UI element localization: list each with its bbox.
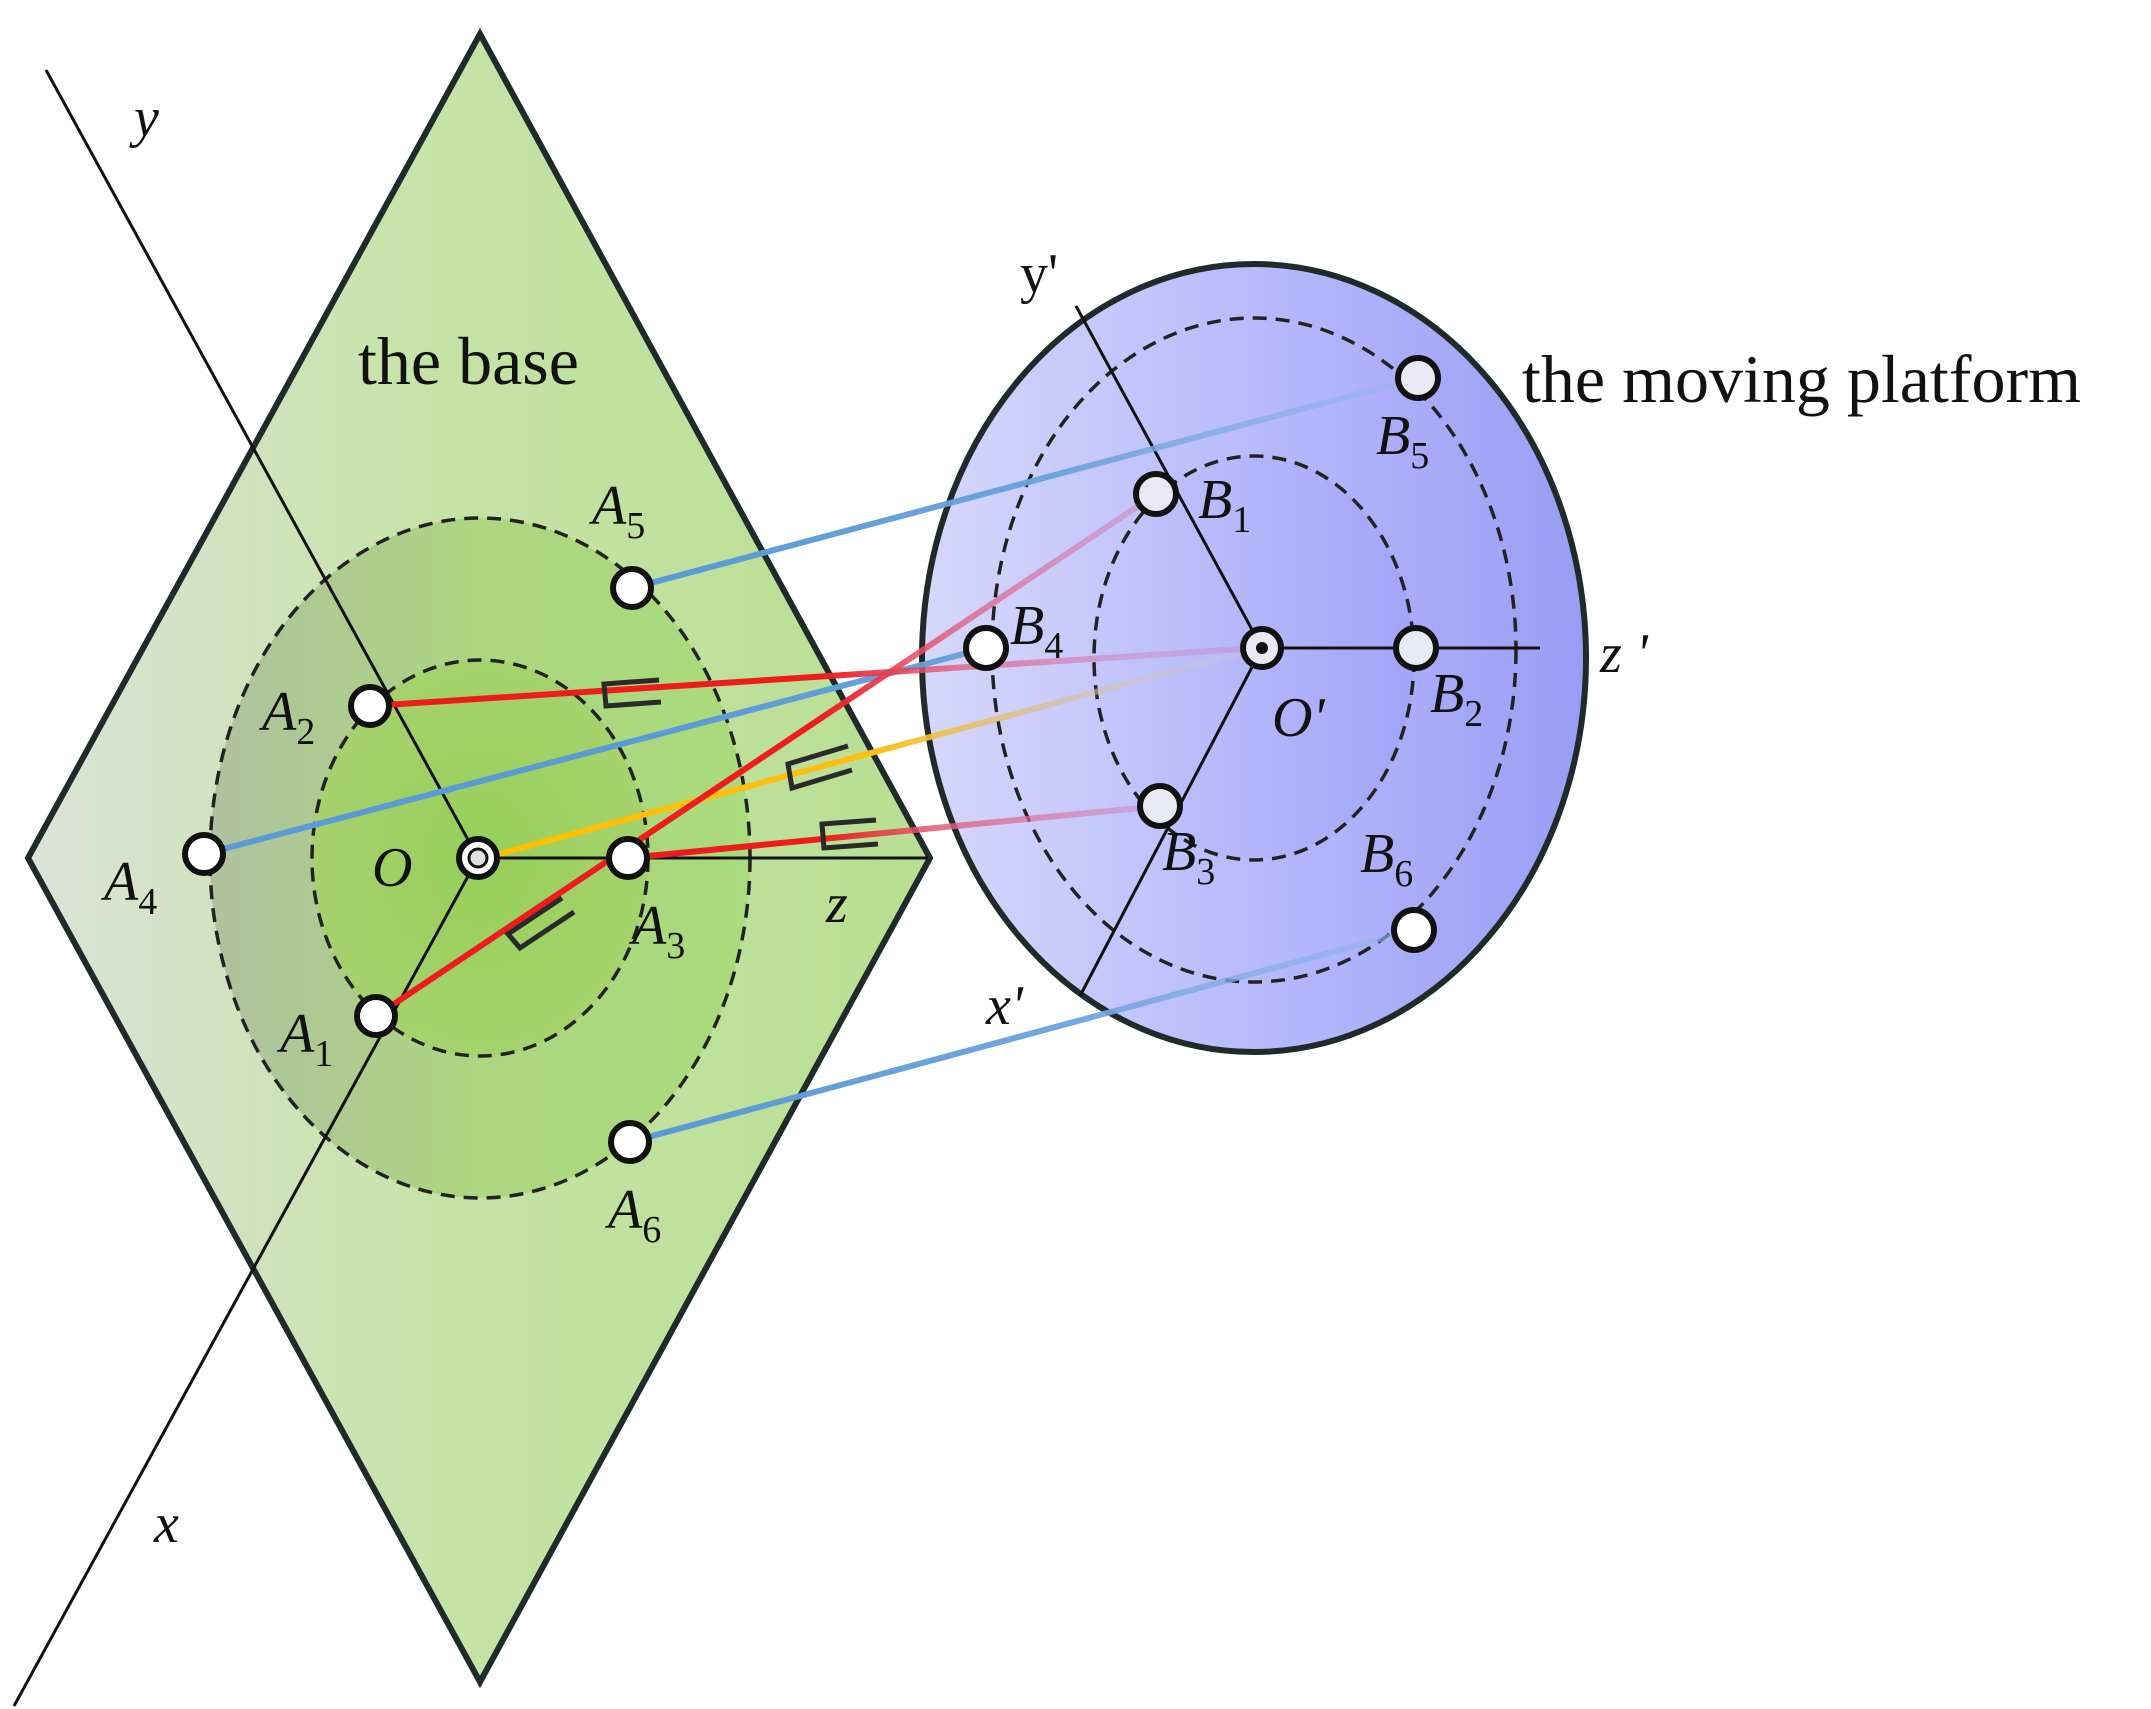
label-a1: A1 — [276, 1003, 333, 1075]
base-joints — [182, 566, 654, 1164]
base-origin-label: O — [372, 837, 412, 899]
joint-b6 — [1391, 907, 1437, 953]
actuator-a3 — [819, 817, 879, 851]
leg-a4-b4 — [201, 645, 989, 857]
label-a4: A4 — [100, 851, 157, 923]
base-y-axis-label: y — [129, 87, 159, 149]
base-z-axis-label: z — [825, 873, 848, 935]
platform-x-axis-label: x' — [985, 975, 1024, 1037]
joint-a6 — [608, 1120, 652, 1164]
joint-b3 — [1137, 783, 1183, 829]
label-b3: B3 — [1162, 821, 1215, 893]
joint-b5 — [1395, 355, 1441, 401]
base-caption: the base — [358, 323, 579, 399]
joint-a4 — [182, 832, 226, 876]
joint-a2 — [348, 684, 392, 728]
label-b6: B6 — [1360, 823, 1413, 895]
joint-a5 — [610, 566, 654, 610]
joint-labels: A1 A2 A3 A4 A5 A6 B1 B2 B3 B4 B5 — [100, 405, 1483, 1251]
label-a6: A6 — [604, 1179, 661, 1251]
label-b5: B5 — [1376, 405, 1429, 477]
legs — [201, 375, 1421, 1145]
actuator-a1 — [504, 895, 576, 952]
base-y-axis — [44, 69, 480, 859]
label-b1: B1 — [1198, 469, 1251, 541]
label-a5: A5 — [588, 475, 645, 547]
actuator-o — [785, 743, 853, 792]
joint-a3 — [606, 836, 650, 880]
base-x-axis-label: x — [153, 1493, 179, 1555]
leg-a1-b1 — [373, 491, 1159, 1019]
label-a3: A3 — [628, 895, 685, 967]
leg-o-o-prime — [481, 645, 1261, 861]
leg-a5-b5 — [629, 375, 1421, 591]
label-a2: A2 — [258, 681, 315, 753]
label-b2: B2 — [1430, 663, 1483, 735]
joint-b4 — [963, 625, 1009, 671]
actuator-a2 — [601, 677, 662, 709]
actuator-markers — [504, 677, 879, 952]
leg-a2-b2 — [367, 645, 1261, 709]
joint-a1 — [354, 994, 398, 1038]
leg-a3-b3 — [625, 803, 1163, 861]
platform-y-axis-label: y' — [1020, 243, 1058, 305]
platform-z-axis-label: z ' — [1599, 623, 1649, 685]
platform-origin-marker — [1240, 626, 1284, 670]
captions: the base the moving platform — [358, 323, 2081, 417]
joint-b2 — [1393, 625, 1439, 671]
label-b4: B4 — [1010, 595, 1063, 667]
platform-joints — [963, 355, 1441, 953]
leg-a6-b6 — [627, 927, 1417, 1145]
platform-origin-label: O' — [1272, 687, 1325, 749]
axis-labels: y x z O y' x' z ' O' — [129, 87, 1649, 1555]
platform-caption: the moving platform — [1522, 341, 2081, 417]
base-origin-marker — [456, 836, 500, 880]
platform-outer-circle-outline — [990, 316, 1518, 984]
joint-b1 — [1133, 471, 1179, 517]
